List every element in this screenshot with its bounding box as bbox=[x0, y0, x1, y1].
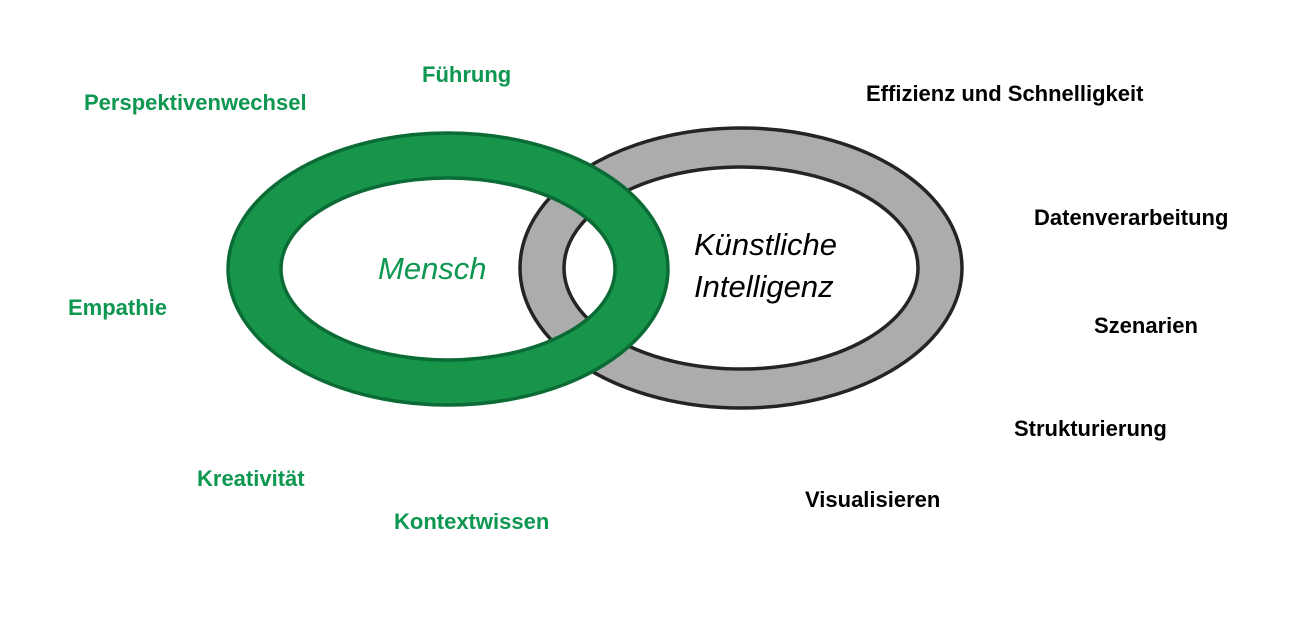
label-strukturierung: Strukturierung bbox=[1014, 416, 1167, 441]
ai-circle-label: Künstliche Intelligenz bbox=[694, 224, 837, 308]
ai-circle-label-line2: Intelligenz bbox=[694, 269, 834, 304]
label-effizienz-und-schnelligkeit: Effizienz und Schnelligkeit bbox=[866, 81, 1144, 106]
ai-ring bbox=[518, 126, 964, 410]
label-szenarien: Szenarien bbox=[1094, 313, 1198, 338]
label-perspektivenwechsel: Perspektivenwechsel bbox=[84, 90, 307, 115]
human-circle-label: Mensch bbox=[378, 251, 487, 286]
ai-circle-label-line1: Künstliche bbox=[694, 227, 838, 262]
label-kontextwissen: Kontextwissen bbox=[394, 509, 550, 534]
human-ring bbox=[226, 131, 670, 407]
label-fuehrung: Führung bbox=[422, 62, 512, 87]
label-visualisieren: Visualisieren bbox=[805, 487, 941, 512]
label-datenverarbeitung: Datenverarbeitung bbox=[1034, 205, 1229, 230]
label-empathie: Empathie bbox=[68, 295, 168, 320]
label-kreativitaet: Kreativität bbox=[197, 466, 305, 491]
